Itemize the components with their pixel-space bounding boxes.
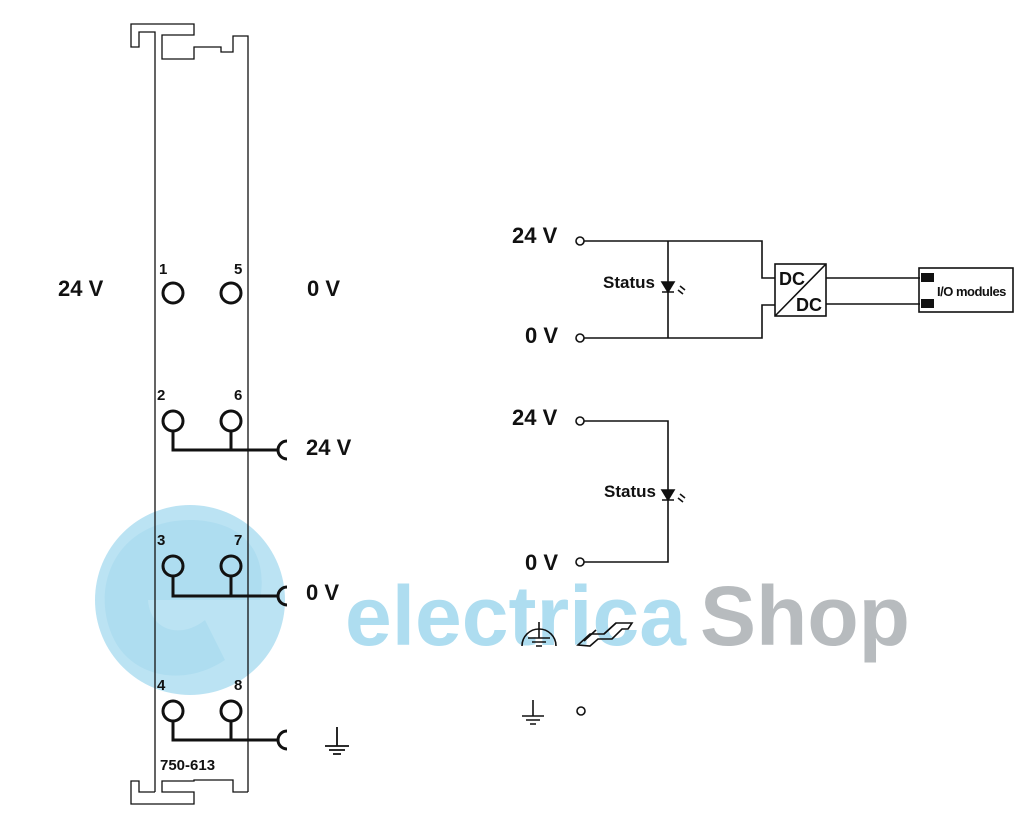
bottom-status-label: Status	[604, 482, 656, 501]
top-24v-label: 24 V	[512, 223, 558, 248]
ground-icon	[325, 727, 349, 755]
watermark: electrica Shop	[95, 505, 910, 695]
terminal-1: 1	[159, 261, 167, 278]
bottom-24v-label: 24 V	[512, 405, 558, 430]
label-24v-row2: 24 V	[306, 435, 352, 460]
terminal-numbers: 1 5 2 6 3 7 4 8	[157, 261, 242, 694]
terminal-4: 4	[157, 677, 166, 694]
supply-circuit-bottom	[575, 416, 686, 567]
protective-earth-icon	[521, 622, 557, 647]
supply-circuit-top	[575, 236, 1014, 343]
bottom-0v-label: 0 V	[525, 550, 558, 575]
watermark-text-1: electrica	[345, 569, 687, 663]
top-status-label: Status	[603, 273, 655, 292]
terminal-3: 3	[157, 532, 165, 549]
label-0v-right: 0 V	[307, 276, 340, 301]
converter-dc-bottom: DC	[796, 295, 822, 315]
connector-icon	[921, 273, 934, 282]
connector-icon	[921, 299, 934, 308]
top-0v-label: 0 V	[525, 323, 558, 348]
ground-icon	[522, 700, 586, 725]
din-rail-icon	[576, 622, 634, 647]
label-0v-row3: 0 V	[306, 580, 339, 605]
terminal-7: 7	[234, 532, 242, 549]
module-housing	[130, 23, 249, 805]
terminal-2: 2	[157, 387, 165, 404]
terminal-5: 5	[234, 261, 242, 278]
terminal-circles	[161, 281, 288, 751]
watermark-text-2: Shop	[700, 569, 910, 663]
module-model: 750-613	[160, 757, 215, 774]
converter-dc-top: DC	[779, 269, 805, 289]
terminal-8: 8	[234, 677, 242, 694]
label-24v-left: 24 V	[58, 276, 104, 301]
terminal-6: 6	[234, 387, 242, 404]
io-modules-label: I/O modules	[937, 284, 1006, 299]
